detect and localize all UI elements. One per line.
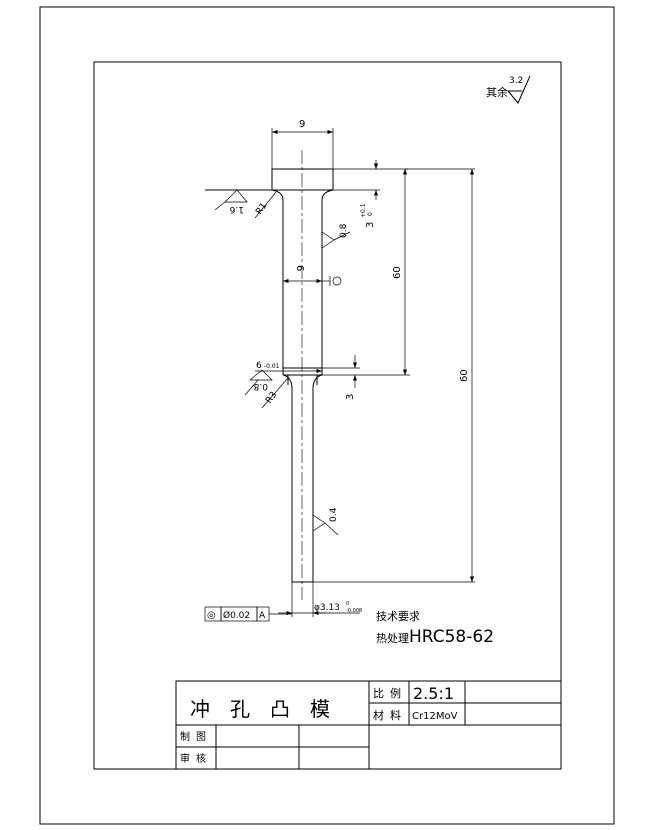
- surface-finish-rest: 其余 3.2: [486, 75, 531, 104]
- dim-head-height-text: 3: [365, 222, 376, 228]
- tolerance-symbol-icon: ◎: [207, 610, 216, 621]
- surface-finish-rest-value: 3.2: [509, 76, 523, 86]
- title-checked-label: 审核: [180, 752, 212, 765]
- title-material-value: Cr12MoV: [412, 711, 458, 722]
- dim-shoulder-tol-text: -0.01: [264, 363, 280, 370]
- radius-shoulder-text: R3: [264, 390, 279, 406]
- title-scale-label: 比例: [373, 686, 407, 700]
- title-part-name: 冲孔凸模: [190, 697, 350, 721]
- roughness-tip-text: 0.4: [329, 507, 339, 522]
- title-scale-value: 2.5:1: [413, 684, 454, 703]
- dim-head-height: [333, 160, 408, 200]
- dim-head-width-text: 9: [299, 119, 305, 130]
- title-drawn-label: 制图: [180, 730, 212, 743]
- dim-body-length-text: 60: [392, 266, 403, 279]
- dim-head-height-tol-lower: 0: [367, 212, 374, 216]
- dim-body-length: [322, 169, 410, 376]
- inner-frame: [93, 61, 562, 770]
- dim-head-height-tol-upper: +0.1: [360, 203, 367, 218]
- dim-tip-tol-lower: -0.008: [346, 608, 362, 614]
- roughness-body: [321, 231, 351, 249]
- tolerance-datum-text: A: [259, 611, 266, 621]
- dim-shoulder-height: [322, 355, 360, 388]
- roughness-head-text: 1.6: [229, 204, 244, 214]
- roughness-symbol-icon: [507, 75, 531, 104]
- dim-body-diameter: [283, 276, 342, 286]
- radius-head-leader: [254, 191, 277, 219]
- title-block: [175, 680, 562, 770]
- outer-border: [39, 6, 615, 825]
- dim-total-length: [313, 168, 475, 583]
- tolerance-value-text: Ø0.02: [223, 610, 250, 621]
- dim-tip-diameter: [278, 582, 360, 617]
- dim-shoulder-height-text: 3: [345, 394, 356, 400]
- title-material-label: 材料: [373, 708, 407, 722]
- roughness-shoulder: [244, 369, 273, 396]
- punch-outline: [205, 168, 334, 583]
- dim-tip-tol-upper: 0: [346, 601, 349, 607]
- notes-heat-value: HRC58-62: [409, 627, 494, 647]
- dim-head-width: [271, 128, 334, 169]
- dim-shoulder-diameter-text: 6: [256, 361, 262, 371]
- roughness-head: [214, 189, 248, 211]
- tolerance-frame: [204, 606, 292, 622]
- notes-heat-label: 热处理: [376, 632, 409, 645]
- notes-title: 技术要求: [376, 610, 420, 623]
- roughness-tip: [312, 514, 339, 536]
- dim-total-length-text: 60: [459, 369, 470, 382]
- surface-finish-rest-label: 其余: [486, 85, 508, 99]
- dim-tip-diameter-text: φ3.13: [314, 603, 340, 613]
- radius-shoulder-leader: [261, 377, 289, 409]
- dim-body-diameter-text: 6: [294, 265, 305, 271]
- roughness-shoulder-text: 0.8: [253, 381, 268, 391]
- roughness-body-text: 0.8: [339, 223, 349, 238]
